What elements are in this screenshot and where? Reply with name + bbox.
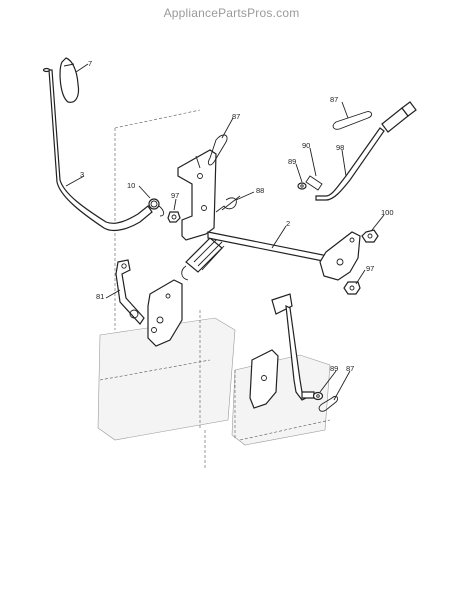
mounting-bracket: [177, 149, 217, 241]
part-90-clevis-pin[interactable]: [305, 175, 323, 191]
part-87-hairpin-clip-top[interactable]: [207, 134, 228, 166]
part-89-washer-lower[interactable]: [312, 391, 324, 401]
part-10-spring[interactable]: [148, 198, 165, 217]
callout-97-upper: 97: [171, 191, 179, 200]
callout-7: 7: [88, 59, 92, 68]
callout-10: 10: [127, 181, 135, 190]
callout-87-top: 87: [232, 112, 240, 121]
part-3-lift-lever[interactable]: [42, 67, 153, 232]
part-81-lift-arm[interactable]: [115, 259, 145, 325]
part-89-washer-upper[interactable]: [297, 182, 307, 190]
part-97-lock-nut-lower[interactable]: [343, 281, 361, 295]
callout-89-lower: 89: [330, 364, 338, 373]
part-88-spring-link[interactable]: [215, 195, 241, 213]
callout-97-lower: 97: [366, 264, 374, 273]
callout-88: 88: [256, 186, 264, 195]
right-bell-crank: [319, 231, 361, 281]
right-drop-link[interactable]: [271, 293, 315, 401]
right-lower-bracket: [249, 349, 279, 409]
part-7-handle-grip[interactable]: [59, 57, 80, 103]
callout-81: 81: [96, 292, 104, 301]
extension-spring: [181, 233, 225, 281]
callout-98: 98: [336, 143, 344, 152]
callout-89-upper: 89: [288, 157, 296, 166]
leader-lines: [65, 63, 385, 401]
callout-3: 3: [80, 170, 84, 179]
callout-87-lower: 87: [346, 364, 354, 373]
callout-2: 2: [286, 219, 290, 228]
part-87-hairpin-clip-lower[interactable]: [318, 395, 339, 412]
part-87-hairpin-clip-right[interactable]: [332, 111, 373, 130]
left-pivot-bracket: [129, 279, 183, 347]
part-2-cross-shaft[interactable]: [207, 231, 339, 265]
callout-90: 90: [302, 141, 310, 150]
part-98-lift-link[interactable]: [315, 101, 417, 201]
part-97-lock-nut-upper[interactable]: [167, 211, 181, 223]
watermark-text: AppliancePartsPros.com: [163, 6, 300, 20]
callout-labels: 7 3 10 97 87 88 2 87 90 98 89 100 97 81 …: [80, 59, 394, 373]
callout-100: 100: [381, 208, 394, 217]
callout-87-right: 87: [330, 95, 338, 104]
part-100-nut[interactable]: [361, 229, 379, 243]
